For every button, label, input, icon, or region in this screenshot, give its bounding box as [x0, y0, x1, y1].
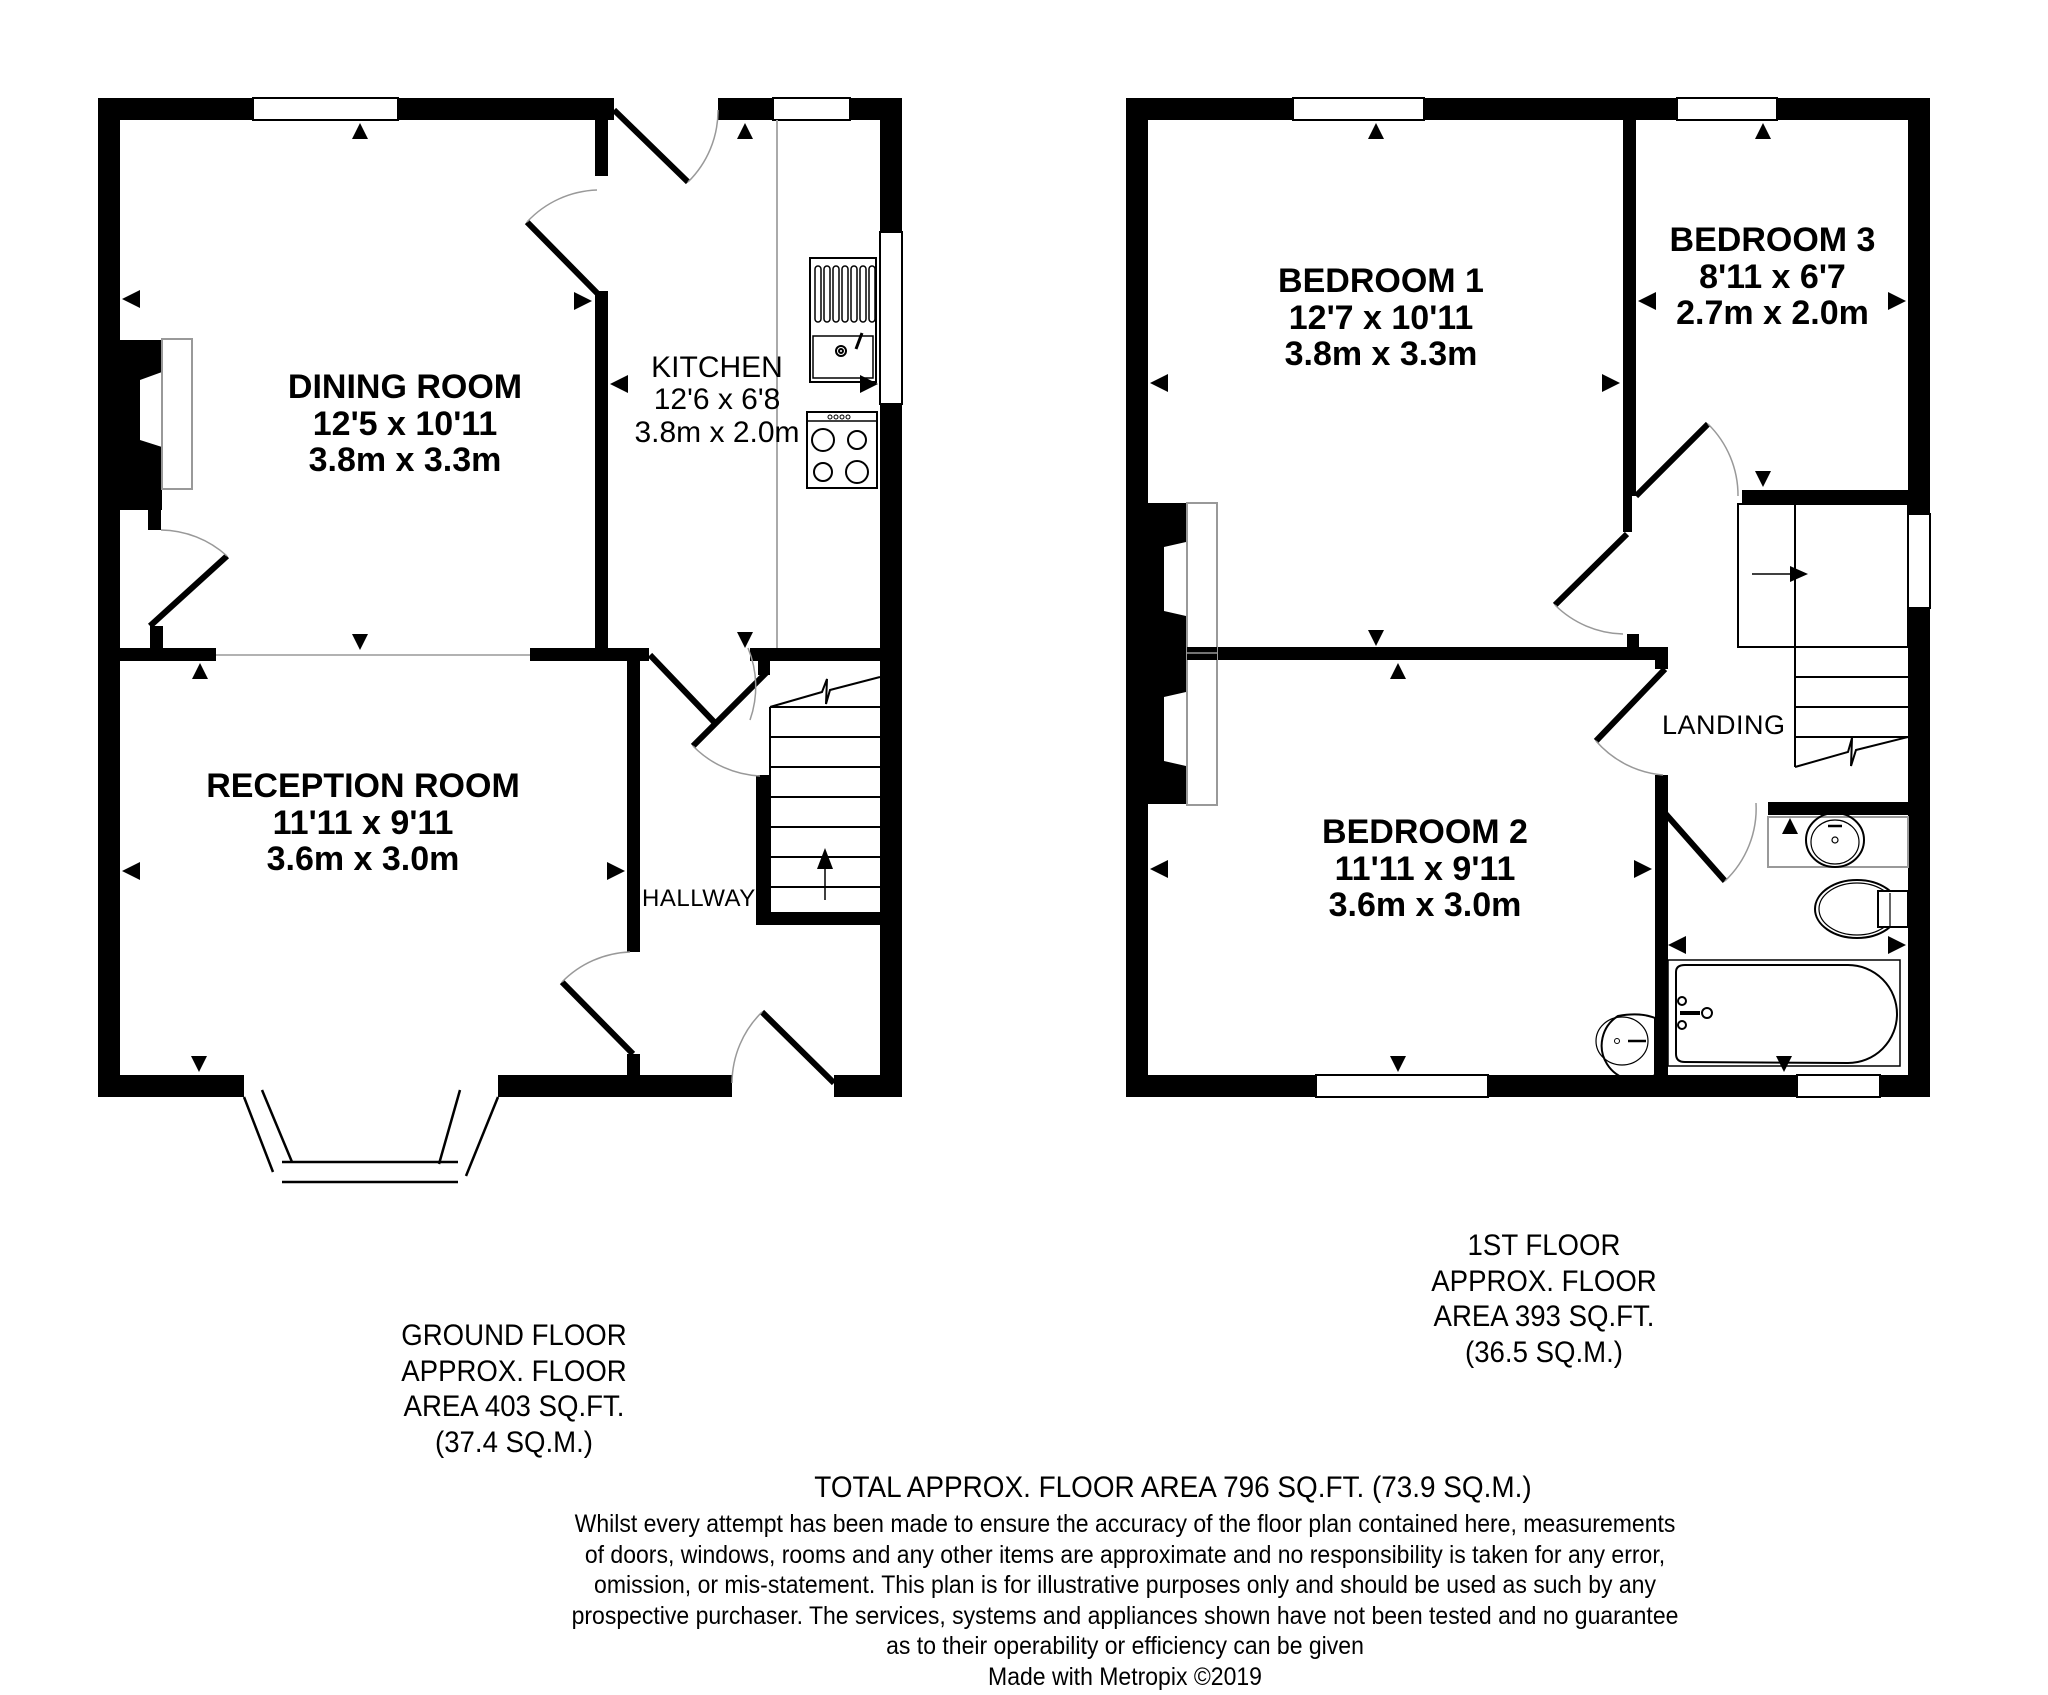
disclaimer-line: of doors, windows, rooms and any other i… — [584, 1540, 1666, 1569]
first-floor-door-swings — [1554, 423, 1757, 882]
first-floor-windows — [1292, 97, 1931, 1098]
room-dimensions-imperial: 12'5 x 10'11 — [312, 404, 498, 443]
bathroom-basin — [1767, 812, 1909, 868]
fireplace-first-floor — [1148, 502, 1218, 806]
room-name: RECEPTION ROOM — [206, 767, 520, 805]
room-dimensions-metric: 3.8m x 3.3m — [1284, 335, 1478, 374]
room-dimensions-imperial: 8'11 x 6'7 — [1699, 257, 1846, 296]
bathroom-toilet — [1814, 879, 1909, 939]
ground-floor-walls — [98, 98, 902, 1097]
first-floor-stairs — [1737, 503, 1909, 768]
total-floor-area: TOTAL APPROX. FLOOR AREA 796 SQ.FT. (73.… — [699, 1471, 1648, 1505]
disclaimer-line: Whilst every attempt has been made to en… — [574, 1510, 1676, 1538]
room-name: BEDROOM 3 — [1669, 221, 1876, 259]
room-name: DINING ROOM — [287, 368, 523, 406]
measurement-markers-first — [1150, 123, 1906, 1072]
room-label-bedroom-3: BEDROOM 3 8'11 x 6'7 2.7m x 2.0m — [1640, 222, 1905, 332]
kitchen-cooker — [806, 411, 878, 489]
summary-floor-name: GROUND FLOOR — [401, 1319, 627, 1352]
bath-tub — [1667, 959, 1901, 1067]
room-dimensions-imperial: 12'7 x 10'11 — [1288, 298, 1474, 337]
room-dimensions-metric: 3.8m x 3.3m — [308, 441, 502, 480]
ground-floor-doors — [147, 107, 837, 1086]
room-dimensions-imperial: 11'11 x 9'11 — [1334, 849, 1516, 888]
disclaimer-line: as to their operability or efficiency ca… — [886, 1632, 1364, 1660]
ground-floor-plan — [98, 97, 903, 1184]
summary-area-sqft: AREA 403 SQ.FT. — [403, 1390, 625, 1424]
ground-floor-summary: GROUND FLOOR APPROX. FLOOR AREA 403 SQ.F… — [376, 1318, 652, 1461]
room-dimensions-imperial: 11'11 x 9'11 — [272, 803, 454, 842]
disclaimer: Whilst every attempt has been made to en… — [550, 1509, 1700, 1692]
first-floor-doors — [1552, 421, 1728, 883]
disclaimer-line: prospective purchaser. The services, sys… — [571, 1601, 1679, 1630]
first-floor-summary: 1ST FLOOR APPROX. FLOOR AREA 393 SQ.FT. … — [1406, 1228, 1682, 1371]
room-label-kitchen: KITCHEN 12'6 x 6'8 3.8m x 2.0m — [617, 351, 817, 449]
room-label-bedroom-1: BEDROOM 1 12'7 x 10'11 3.8m x 3.3m — [1231, 263, 1531, 373]
fireplace-dining — [120, 338, 193, 510]
ground-floor-stairs — [769, 676, 881, 912]
summary-floor-name: 1ST FLOOR — [1467, 1229, 1621, 1262]
disclaimer-line: omission, or mis-statement. This plan is… — [594, 1571, 1656, 1599]
summary-area-sqm: (36.5 SQ.M.) — [1465, 1336, 1623, 1370]
room-name: BEDROOM 1 — [1278, 262, 1484, 300]
room-name: BEDROOM 2 — [1322, 813, 1528, 851]
kitchen-sink — [809, 257, 877, 383]
ground-floor-windows — [252, 97, 903, 405]
summary-area-sqft: AREA 393 SQ.FT. — [1433, 1300, 1655, 1334]
room-label-hallway: HALLWAY — [642, 885, 756, 912]
room-dimensions-imperial: 12'6 x 6'8 — [653, 383, 781, 417]
summary-area-sqm: (37.4 SQ.M.) — [435, 1426, 593, 1460]
room-dimensions-metric: 3.8m x 2.0m — [634, 415, 800, 449]
room-dimensions-metric: 3.6m x 3.0m — [266, 840, 460, 879]
first-floor-plan — [1126, 97, 1931, 1098]
ground-floor-door-swings — [160, 109, 763, 1084]
bedroom2-basin — [1595, 1013, 1656, 1082]
room-dimensions-metric: 3.6m x 3.0m — [1328, 886, 1522, 925]
room-label-reception-room: RECEPTION ROOM 11'11 x 9'11 3.6m x 3.0m — [163, 768, 563, 878]
room-label-dining-room: DINING ROOM 12'5 x 10'11 3.8m x 3.3m — [230, 369, 580, 479]
room-label-landing: LANDING — [1662, 710, 1786, 740]
first-floor-walls — [1126, 98, 1930, 1097]
credit-text: Made with Metropix ©2019 — [988, 1662, 1262, 1691]
total-floor-area-text: TOTAL APPROX. FLOOR AREA 796 SQ.FT. (73.… — [814, 1471, 1532, 1504]
room-name: KITCHEN — [651, 351, 783, 384]
bay-window — [242, 1089, 500, 1184]
room-label-bedroom-2: BEDROOM 2 11'11 x 9'11 3.6m x 3.0m — [1275, 814, 1575, 924]
summary-line: APPROX. FLOOR — [1431, 1264, 1657, 1298]
room-dimensions-metric: 2.7m x 2.0m — [1676, 294, 1869, 333]
summary-line: APPROX. FLOOR — [401, 1354, 627, 1388]
measurement-markers-ground — [122, 123, 878, 1072]
